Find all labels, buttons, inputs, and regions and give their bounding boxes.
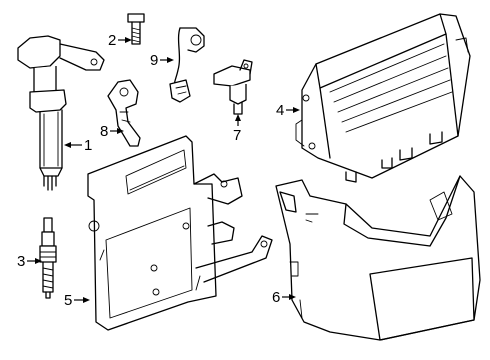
ecm-cover-icon — [275, 175, 481, 341]
knock-sensor-icon — [169, 27, 205, 103]
callout-8: 8 — [100, 123, 124, 140]
callout-number-1: 1 — [84, 137, 92, 154]
callout-number-2: 2 — [108, 32, 116, 49]
callout-number-5: 5 — [64, 292, 72, 309]
callout-9: 9 — [150, 52, 174, 69]
callout-number-6: 6 — [272, 289, 280, 306]
callout-number-9: 9 — [150, 52, 158, 69]
bolt-icon — [127, 13, 145, 45]
callout-2: 2 — [108, 32, 132, 49]
callout-1: 1 — [64, 137, 92, 154]
mounting-bracket-icon — [87, 135, 273, 331]
camshaft-sensor-icon — [213, 59, 253, 115]
engine-control-module-icon — [295, 13, 471, 183]
callout-number-3: 3 — [17, 253, 25, 270]
callout-number-7: 7 — [233, 127, 241, 144]
callout-number-8: 8 — [100, 123, 108, 140]
callout-number-4: 4 — [276, 102, 284, 119]
ignition-coil-icon — [17, 35, 105, 191]
callout-3: 3 — [17, 253, 42, 270]
crankshaft-sensor-icon — [107, 79, 141, 147]
callout-6: 6 — [272, 289, 296, 306]
callout-4: 4 — [276, 102, 300, 119]
spark-plug-icon — [39, 217, 57, 299]
callout-7: 7 — [233, 114, 241, 144]
callout-5: 5 — [64, 292, 90, 309]
